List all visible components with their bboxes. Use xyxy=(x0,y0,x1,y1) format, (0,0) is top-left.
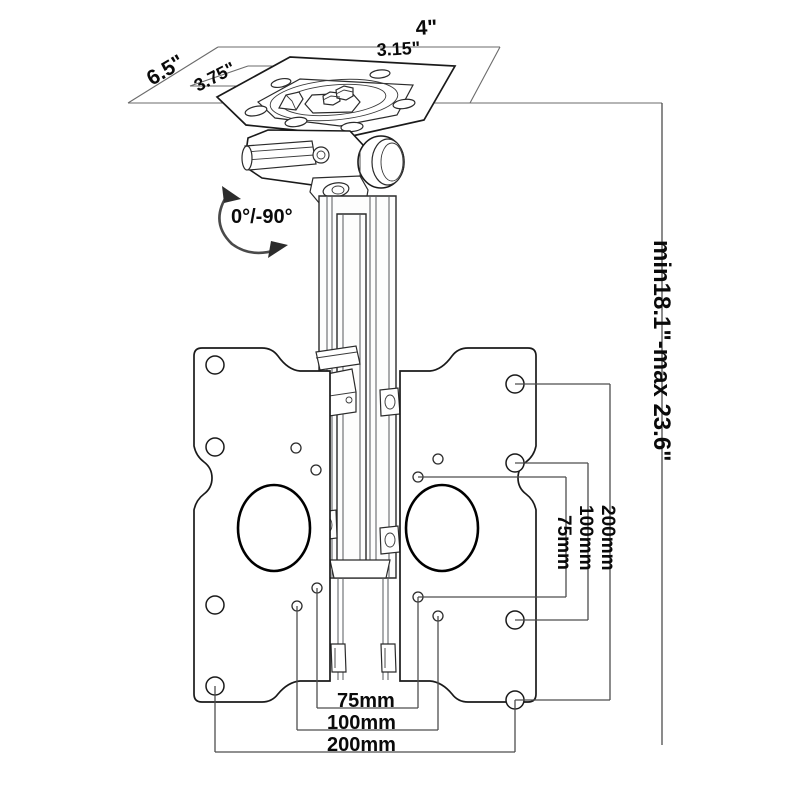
horizontal-dimension-lines xyxy=(214,588,516,753)
dimension-label-width-outer: 4" xyxy=(415,16,438,40)
dimension-label-drop-height: min18.1"-max 23.6" xyxy=(648,240,675,462)
tilt-pivot-joint xyxy=(241,129,405,205)
dimension-label-vesa-horizontal-100: 100mm xyxy=(327,712,396,734)
ceiling-plate-slots xyxy=(244,69,416,133)
dimension-label-tilt-angle: 0°/-90° xyxy=(231,206,293,228)
vesa-bracket-left xyxy=(193,347,331,703)
dimension-label-vesa-horizontal-75: 75mm xyxy=(337,690,395,712)
telescoping-column xyxy=(309,195,401,680)
ceiling-plate-hub xyxy=(278,85,361,114)
ceiling-mount-plate xyxy=(215,56,457,137)
dimension-label-vesa-horizontal-200: 200mm xyxy=(327,734,396,756)
dimension-label-width-inner: 3.15" xyxy=(376,38,421,60)
tilt-rotation-arrow xyxy=(218,186,288,258)
dimension-label-vesa-vertical-100: 100mm xyxy=(575,505,596,571)
dimension-label-vesa-vertical-200: 200mm xyxy=(597,505,618,571)
dimension-label-vesa-vertical-75: 75mm xyxy=(553,515,574,570)
vesa-bracket-right xyxy=(399,347,537,710)
dimension-label-depth-outer: 6.5" xyxy=(143,50,188,90)
vertical-dimension-lines xyxy=(418,103,663,745)
